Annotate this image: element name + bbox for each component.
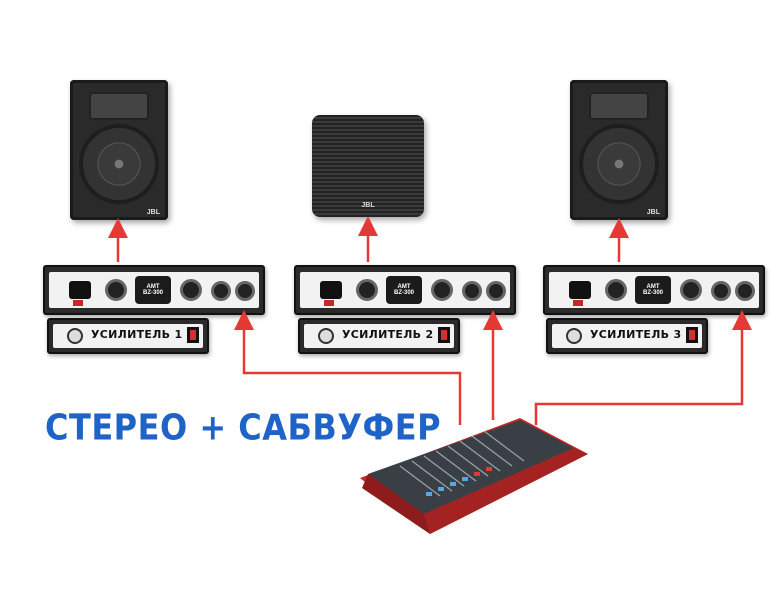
wire-to-amplifier-1 xyxy=(234,310,462,425)
horn xyxy=(589,92,649,120)
wire-to-amplifier-3 xyxy=(534,310,752,425)
amplifier-1-front-panel: УСИЛИТЕЛЬ 1 xyxy=(47,318,209,354)
fan-badge: AMT BZ-300 xyxy=(386,276,422,304)
mixer-surface xyxy=(368,420,574,514)
output-connector xyxy=(431,279,453,301)
output-connector xyxy=(105,279,127,301)
output-connector xyxy=(680,279,702,301)
amplifier-3-front-panel: УСИЛИТЕЛЬ 3 xyxy=(546,318,708,354)
volume-knob xyxy=(566,328,582,344)
amplifier-label: УСИЛИТЕЛЬ 3 xyxy=(590,328,682,341)
mixer-front-edge xyxy=(362,474,430,534)
fuse xyxy=(324,300,334,306)
line-output xyxy=(711,281,731,301)
amplifier-3-back-panel: AMT BZ-300 xyxy=(543,265,765,315)
horn xyxy=(89,92,149,120)
line-input xyxy=(235,281,255,301)
speaker-logo: JBL xyxy=(646,209,660,216)
line-output xyxy=(462,281,482,301)
fan-badge: AMT BZ-300 xyxy=(635,276,671,304)
power-switch xyxy=(438,327,450,343)
right-speaker: JBL xyxy=(570,80,668,220)
line-input xyxy=(486,281,506,301)
amplifier-2-back-panel: AMT BZ-300 xyxy=(294,265,516,315)
power-inlet xyxy=(320,281,342,299)
woofer xyxy=(579,124,659,204)
fan-badge: AMT BZ-300 xyxy=(135,276,171,304)
woofer xyxy=(79,124,159,204)
diagram-title: СТЕРЕО + САБВУФЕР xyxy=(45,406,442,449)
left-speaker: JBL xyxy=(70,80,168,220)
fuse xyxy=(573,300,583,306)
subwoofer-logo: JBL xyxy=(361,202,375,209)
subwoofer: JBL xyxy=(312,115,424,217)
line-input xyxy=(735,281,755,301)
fuse xyxy=(73,300,83,306)
volume-knob xyxy=(318,328,334,344)
power-inlet xyxy=(569,281,591,299)
output-connector xyxy=(356,279,378,301)
mixer-channel-strips xyxy=(399,430,525,497)
amplifier-label: УСИЛИТЕЛЬ 1 xyxy=(91,328,183,341)
amplifier-2-front-panel: УСИЛИТЕЛЬ 2 xyxy=(298,318,460,354)
amplifier-label: УСИЛИТЕЛЬ 2 xyxy=(342,328,434,341)
power-switch xyxy=(686,327,698,343)
line-output xyxy=(211,281,231,301)
power-switch xyxy=(187,327,199,343)
amplifier-1-back-panel: AMT BZ-300 xyxy=(43,265,265,315)
output-connector xyxy=(180,279,202,301)
speaker-logo: JBL xyxy=(146,209,160,216)
power-inlet xyxy=(69,281,91,299)
mixer-side-edge xyxy=(424,448,588,534)
volume-knob xyxy=(67,328,83,344)
mixer-faders xyxy=(426,467,492,496)
output-connector xyxy=(605,279,627,301)
